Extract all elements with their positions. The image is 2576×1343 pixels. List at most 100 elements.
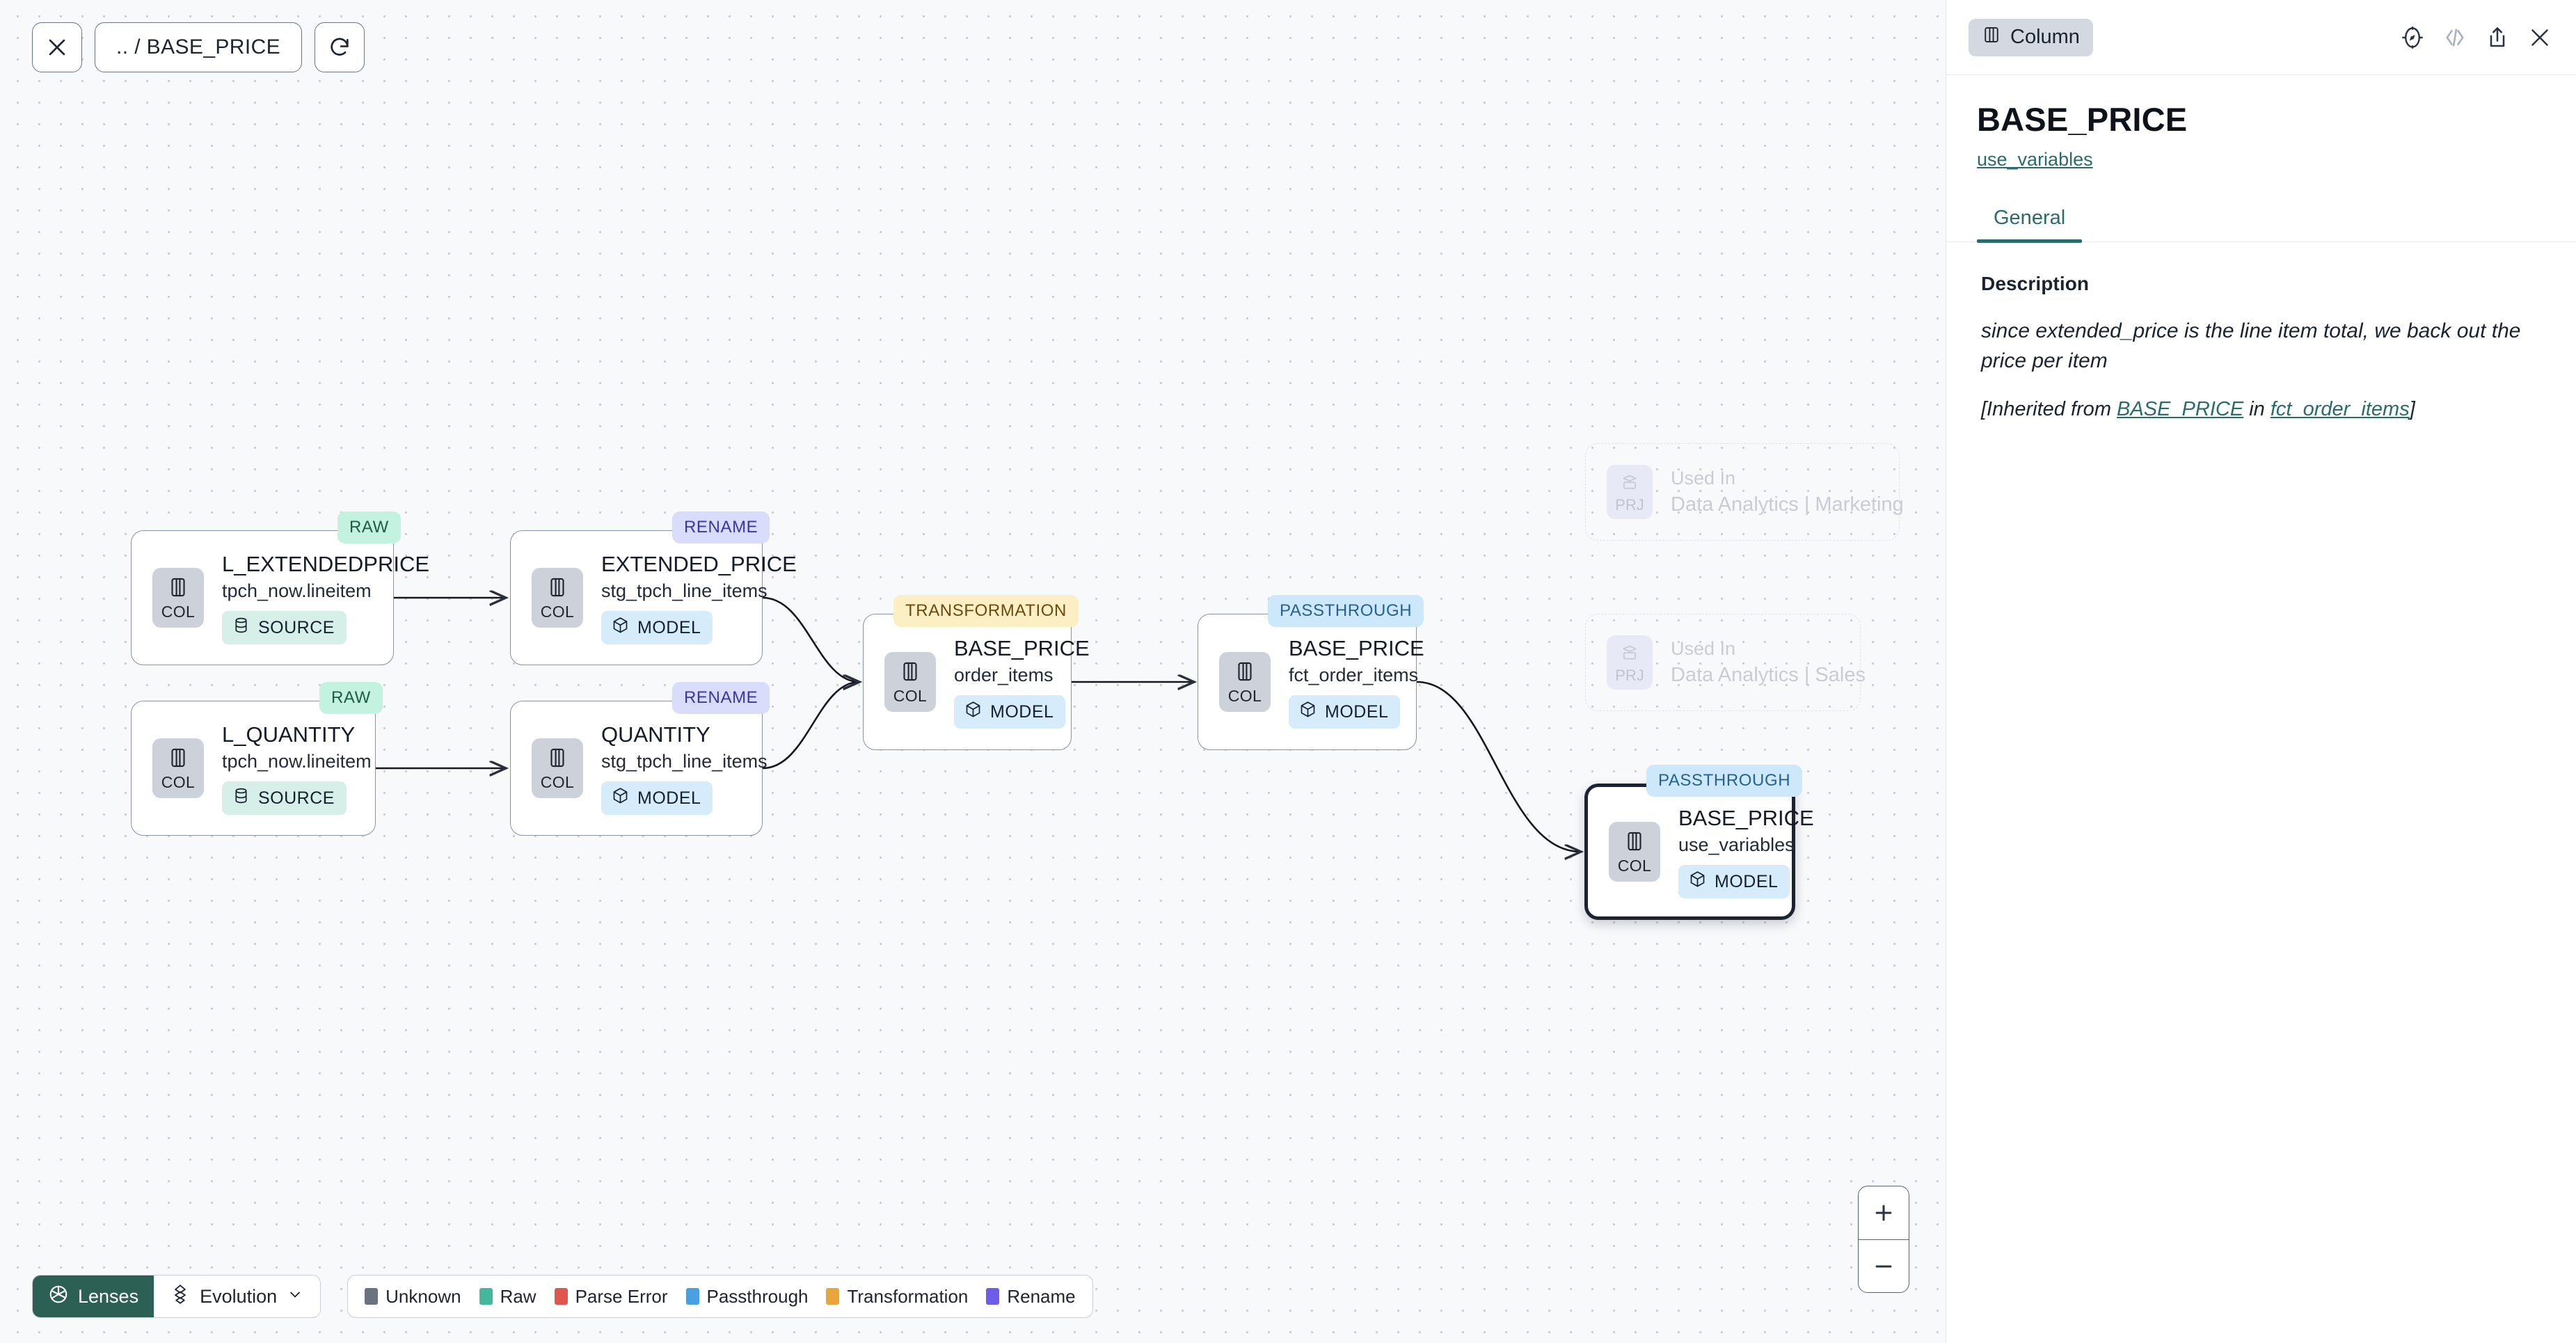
column-chip-label: COL bbox=[1617, 857, 1652, 875]
inherited-column-link[interactable]: BASE_PRICE bbox=[2117, 397, 2244, 420]
legend-item-raw[interactable]: Raw bbox=[479, 1286, 536, 1308]
node-title: BASE_PRICE bbox=[1678, 805, 1814, 830]
used-in-label: Used In bbox=[1671, 467, 1736, 488]
column-icon bbox=[898, 660, 922, 687]
aperture-icon bbox=[48, 1284, 69, 1310]
column-type-chip: COL bbox=[152, 568, 204, 628]
node-kind-label: MODEL bbox=[1715, 871, 1779, 891]
column-icon bbox=[1623, 829, 1646, 857]
column-icon bbox=[1233, 660, 1257, 687]
lenses-label: Lenses bbox=[78, 1285, 139, 1307]
description-text: since extended_price is the line item to… bbox=[1981, 319, 2521, 373]
close-icon[interactable] bbox=[2527, 25, 2552, 50]
legend-label: Passthrough bbox=[706, 1285, 809, 1307]
refresh-button[interactable] bbox=[315, 22, 365, 72]
column-chip-label: COL bbox=[1227, 687, 1262, 705]
node-subtitle: use_variables bbox=[1678, 834, 1795, 856]
column-icon bbox=[546, 575, 569, 603]
node-tag-rename: RENAME bbox=[672, 682, 770, 714]
edge-layer bbox=[376, 0, 1946, 1343]
column-type-chip: COL bbox=[1609, 822, 1660, 882]
column-chip-label: COL bbox=[893, 687, 928, 705]
cube-icon bbox=[611, 786, 630, 810]
database-icon bbox=[232, 786, 251, 810]
node-subtitle: order_items bbox=[954, 665, 1054, 686]
node-title: QUANTITY bbox=[601, 722, 710, 747]
column-chip-label: COL bbox=[540, 603, 575, 621]
legend-item-parse-error[interactable]: Parse Error bbox=[554, 1286, 668, 1308]
project-chip-label: PRJ bbox=[1615, 666, 1644, 684]
code-icon[interactable] bbox=[2442, 25, 2467, 50]
column-type-chip: COL bbox=[532, 568, 583, 628]
zoom-controls bbox=[1858, 1186, 1909, 1293]
node-subtitle: tpch_now.lineitem bbox=[222, 580, 372, 602]
node-kind-badge: MODEL bbox=[1678, 865, 1790, 899]
column-type-chip: COL bbox=[152, 738, 204, 798]
node-title: BASE_PRICE bbox=[954, 635, 1090, 660]
page-title: BASE_PRICE bbox=[1977, 101, 2188, 138]
inherited-middle: in bbox=[2243, 397, 2271, 420]
zoom-in-button[interactable] bbox=[1859, 1186, 1909, 1239]
legend-swatch bbox=[826, 1288, 840, 1305]
parent-model-link[interactable]: use_variables bbox=[1977, 148, 2093, 170]
node-subtitle: fct_order_items bbox=[1289, 665, 1419, 686]
column-chip-label: COL bbox=[161, 773, 196, 791]
node-tag-raw: RAW bbox=[337, 511, 401, 543]
close-graph-button[interactable] bbox=[32, 22, 82, 72]
legend-item-unknown[interactable]: Unknown bbox=[365, 1286, 461, 1308]
evolution-icon bbox=[170, 1284, 190, 1310]
cube-icon bbox=[611, 616, 630, 639]
zoom-out-button[interactable] bbox=[1859, 1239, 1909, 1292]
inherited-prefix: [Inherited from bbox=[1981, 397, 2117, 420]
node-subtitle: stg_tpch_line_items bbox=[601, 751, 768, 772]
column-chip-label: COL bbox=[161, 603, 196, 621]
node-kind-badge: SOURCE bbox=[222, 611, 347, 645]
node-tag-passthrough: PASSTHROUGH bbox=[1268, 595, 1424, 627]
inherited-model-link[interactable]: fct_order_items bbox=[2270, 397, 2410, 420]
share-icon[interactable] bbox=[2485, 25, 2510, 50]
node-kind-badge: SOURCE bbox=[222, 781, 347, 816]
lenses-button[interactable]: Lenses bbox=[33, 1276, 154, 1317]
breadcrumb-button[interactable]: .. / BASE_PRICE bbox=[95, 22, 303, 72]
node-kind-label: MODEL bbox=[990, 701, 1054, 722]
canvas-toolbar: .. / BASE_PRICE bbox=[32, 22, 365, 72]
project-type-chip: PRJ bbox=[1607, 465, 1653, 519]
node-kind-label: MODEL bbox=[637, 788, 701, 808]
node-kind-badge: MODEL bbox=[601, 781, 713, 816]
legend-swatch bbox=[365, 1288, 379, 1305]
panel-content: Description since extended_price is the … bbox=[1946, 242, 2576, 424]
node-title: L_QUANTITY bbox=[222, 722, 356, 747]
legend-item-passthrough[interactable]: Passthrough bbox=[685, 1285, 809, 1308]
legend-swatch bbox=[685, 1288, 699, 1305]
node-tag-passthrough: PASSTHROUGH bbox=[1646, 765, 1803, 797]
legend-item-rename[interactable]: Rename bbox=[986, 1286, 1076, 1308]
node-tag-transformation: TRANSFORMATION bbox=[893, 595, 1079, 627]
explore-icon[interactable] bbox=[2400, 25, 2425, 50]
legend-item-transformation[interactable]: Transformation bbox=[826, 1286, 968, 1308]
node-kind-label: MODEL bbox=[1325, 701, 1389, 722]
lineage-legend: Unknown Raw Parse Error Passthrough Transfor… bbox=[347, 1275, 1093, 1318]
tab-general[interactable]: General bbox=[1977, 207, 2083, 244]
bottom-toolbar: Lenses Evolution bbox=[32, 1275, 1093, 1318]
node-title: BASE_PRICE bbox=[1289, 635, 1424, 660]
evolution-dropdown[interactable]: Evolution bbox=[154, 1276, 321, 1317]
cube-icon bbox=[964, 700, 983, 724]
refresh-icon bbox=[328, 35, 351, 59]
